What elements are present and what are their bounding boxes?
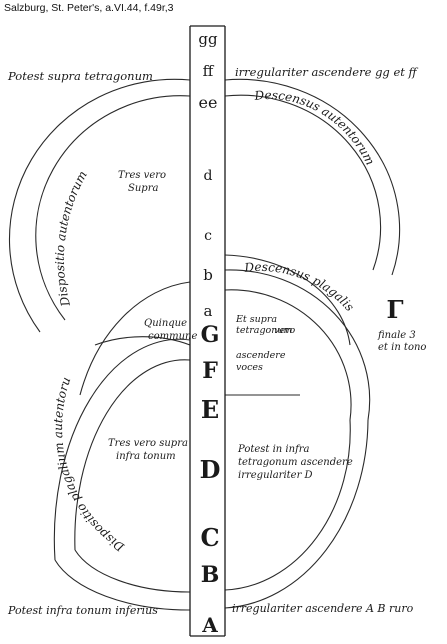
letter-C: C: [200, 523, 219, 552]
svg-text:ascendere: ascendere: [236, 350, 286, 361]
upper-circle-arcs: [8, 78, 401, 346]
letter-a: a: [204, 302, 213, 320]
letter-B: B: [201, 562, 220, 588]
text-bottom-right: irregulariter ascendere A B ruro: [232, 602, 414, 615]
svg-text:tetragonum ascendere: tetragonum ascendere: [238, 457, 353, 468]
svg-text:vero: vero: [274, 325, 296, 336]
svg-text:tetragonum: tetragonum: [236, 325, 293, 336]
central-column: [189, 25, 226, 637]
svg-text:Tres vero: Tres vero: [118, 170, 166, 181]
letter-A: A: [201, 613, 218, 637]
letter-b: b: [203, 266, 213, 284]
letter-ee: ee: [199, 93, 218, 112]
lower-circle-arcs: [53, 269, 371, 611]
svg-text:finale 3: finale 3: [377, 330, 416, 341]
svg-text:infra tonum: infra tonum: [116, 451, 176, 462]
text-top-right: irregulariter ascendere gg et ff: [235, 65, 419, 79]
arc-text-upper-right: Descensus autentorum: [253, 88, 377, 167]
svg-text:voces: voces: [236, 362, 263, 373]
arc-text-upper-left: Dispositio autentorum: [53, 168, 90, 308]
annotation-tres-upper: Tres vero Supra: [118, 170, 166, 194]
text-bottom-left: Potest infra tonum inferius: [7, 604, 158, 617]
letter-c: c: [204, 228, 212, 244]
letter-d: d: [204, 168, 213, 184]
text-top-left: Potest supra tetragonum: [7, 69, 153, 83]
annotation-sub-right: Et supra tetragonum vero ascendere voces: [235, 314, 296, 373]
svg-text:Potest in infra: Potest in infra: [237, 444, 310, 455]
letter-E: E: [201, 395, 219, 424]
manuscript-caption: Salzburg, St. Peter's, a.VI.44, f.49r,3: [4, 2, 174, 14]
svg-text:Supra: Supra: [128, 183, 158, 194]
svg-text:Quinque: Quinque: [144, 318, 187, 329]
svg-text:Tres vero supra: Tres vero supra: [108, 438, 188, 449]
letter-ff: ff: [203, 62, 215, 80]
annotation-middle-right: finale 3 et in tono: [377, 330, 426, 353]
svg-text:commune: commune: [148, 331, 197, 342]
letter-G: G: [201, 322, 220, 348]
svg-text:irregulariter D: irregulariter D: [238, 470, 313, 481]
letter-gg: gg: [198, 30, 218, 48]
letter-F: F: [202, 358, 218, 384]
annotation-lower-right: Potest in infra tetragonum ascendere irr…: [237, 444, 353, 481]
column-letters: gg ff ee d c b a G F E D C B A Γ: [198, 30, 403, 637]
letter-D: D: [200, 455, 221, 484]
annotation-tres-lower: Tres vero supra infra tonum: [108, 438, 188, 462]
letter-gamma: Γ: [386, 295, 403, 324]
annotation-quinque: Quinque commune: [144, 318, 197, 342]
svg-text:Et supra: Et supra: [235, 314, 277, 325]
svg-text:et in tono: et in tono: [378, 342, 426, 353]
